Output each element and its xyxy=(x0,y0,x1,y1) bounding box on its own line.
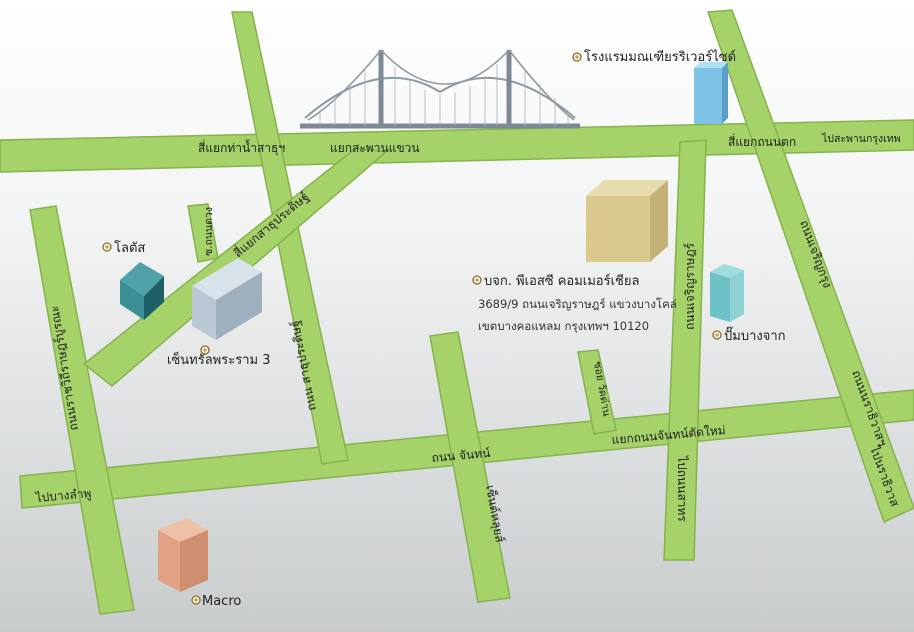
label-charoenrat-road: ถนนเจริญราษฎร์ xyxy=(683,242,697,330)
label-soi-left: ซ.ถนนตวง xyxy=(203,207,215,256)
road-sathupradit xyxy=(231,11,349,465)
building-hotel xyxy=(694,62,728,124)
road-charoenkrung xyxy=(706,9,914,524)
company-address-line1: 3689/9 ถนนเจริญราษฎร์ แขวงบางโคล่ xyxy=(478,297,677,311)
poi-marker-hotel xyxy=(572,52,582,62)
company-address-line2: เขตบางคอแหลม กรุงเทพฯ 10120 xyxy=(478,319,649,333)
poi-marker-gas-station xyxy=(712,330,722,340)
poi-marker-company xyxy=(472,275,482,285)
building-gas-station xyxy=(710,264,744,322)
poi-label-macro: Macro xyxy=(202,594,241,609)
building-macro xyxy=(158,518,208,592)
label-top-road-east: สี่แยกถนนตก xyxy=(728,133,796,149)
poi-marker-lotus xyxy=(102,242,112,252)
label-to-sathon: ไปถนนสาทร xyxy=(675,455,689,522)
road-top-horizontal xyxy=(0,119,914,173)
poi-label-gas-station: ปั๊มบางจาก xyxy=(724,326,786,344)
suspension-bridge xyxy=(300,49,580,129)
road-soi-wat-dan xyxy=(577,349,617,435)
poi-marker-central xyxy=(200,345,210,355)
road-charoenrat xyxy=(663,139,707,561)
label-to-bang-lamphu: ไปบางลำพู xyxy=(34,486,92,506)
label-top-road-mid: แยกสะพานแขวน xyxy=(330,141,420,155)
building-company xyxy=(586,180,668,262)
building-central xyxy=(192,258,262,340)
label-chan-road: ถนน จันทน์ xyxy=(431,446,491,465)
label-top-road-west: สี่แยกท่าน้ำสาธุฯ xyxy=(198,139,285,156)
road-left-vertical xyxy=(29,205,135,615)
poi-label-hotel: โรงแรมมณเฑียรริเวอร์ไซด์ xyxy=(584,49,736,65)
poi-label-company: บจก. พีเอสซี คอมเมอร์เชียล xyxy=(484,273,639,289)
building-lotus xyxy=(120,262,164,320)
poi-label-lotus: โลตัส xyxy=(114,240,145,256)
poi-label-central: เซ็นทรัลพระราม 3 xyxy=(167,350,270,368)
label-to-krungthep-bridge: ไปสะพานกรุงเทพ xyxy=(821,132,901,145)
poi-marker-macro xyxy=(191,595,201,605)
road-st-louis xyxy=(429,331,511,603)
